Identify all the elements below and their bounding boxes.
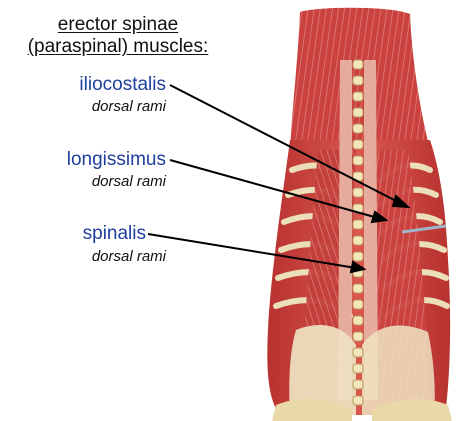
pointer-iliocostalis [169,84,401,204]
label-spinalis: spinalis [82,223,146,244]
nerve-branch [401,224,447,234]
pelvis-bone [272,398,352,421]
heading-line-2: (paraspinal) muscles: [27,36,209,57]
label-iliocostalis-nerve: dorsal rami [91,98,166,115]
arrowhead-iliocostalis [391,194,411,209]
pelvis-bone-right [372,398,452,421]
label-longissimus-nerve: dorsal rami [91,173,166,190]
label-iliocostalis: iliocostalis [79,74,166,95]
right-tendon-band [364,60,378,400]
thoracolumbar-fascia-right [362,325,435,415]
diagram-heading: erector spinae (paraspinal) muscles: [4,14,232,58]
pointer-spinalis [147,233,357,269]
heading-line-1: erector spinae [57,14,179,35]
label-longissimus: longissimus [66,149,166,170]
vertebral-column [352,59,364,406]
arrowhead-longissimus [370,210,389,224]
label-spinalis-nerve: dorsal rami [91,248,166,265]
thoracolumbar-fascia [289,325,356,415]
pointer-longissimus [169,159,379,219]
pointer-lines [147,84,411,274]
left-tendon-band [338,60,352,400]
arrowhead-spinalis [349,260,367,274]
